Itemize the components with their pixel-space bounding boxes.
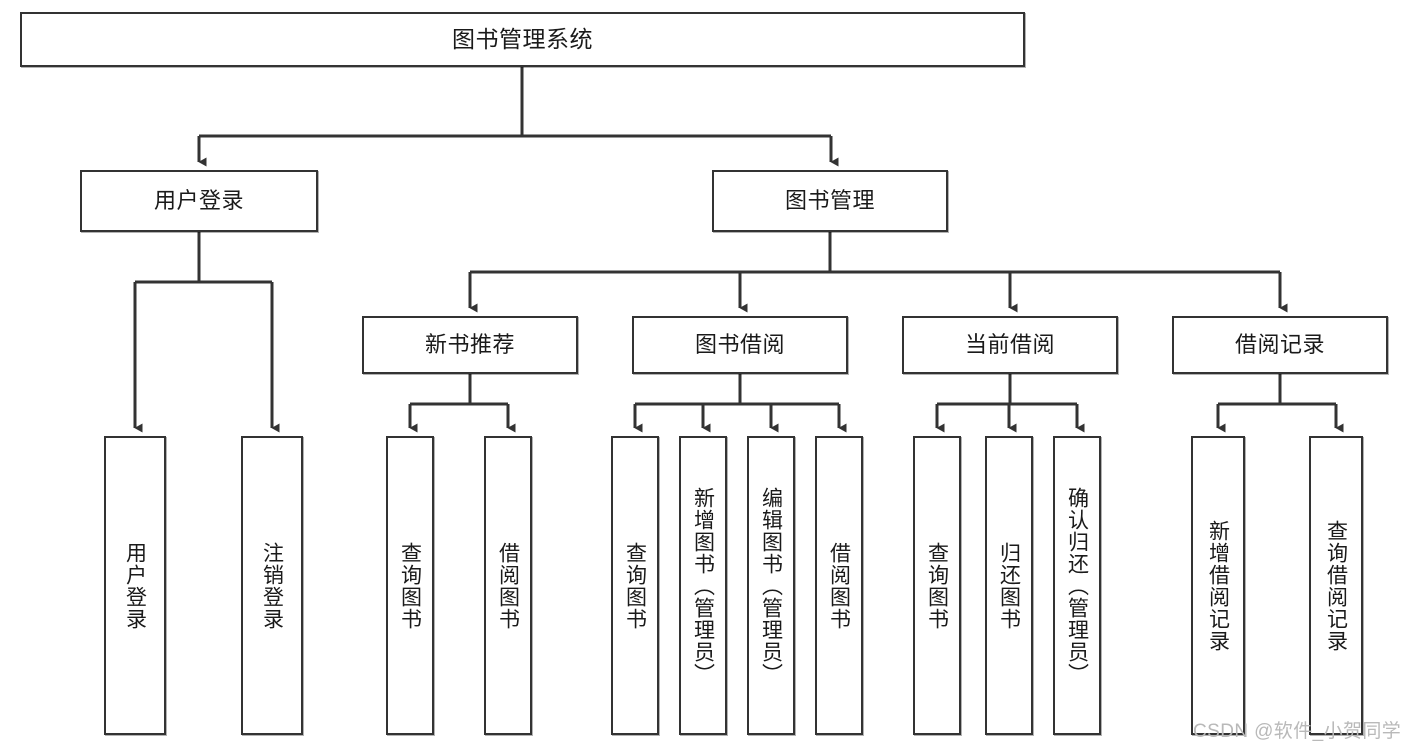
node-leaf-borrow-book-2-label: 借阅图书 <box>827 541 851 630</box>
node-leaf-user-login-label: 用户登录 <box>123 541 147 630</box>
node-leaf-user-logout[interactable]: 注销登录 <box>241 436 303 735</box>
node-leaf-query-book-3-label: 查询图书 <box>925 541 949 630</box>
node-leaf-query-book-1[interactable]: 查询图书 <box>386 436 434 735</box>
node-leaf-add-book-label: 新增图书（管理员） <box>691 486 715 685</box>
node-leaf-query-book-2-label: 查询图书 <box>623 541 647 630</box>
node-new-book-rec[interactable]: 新书推荐 <box>362 316 578 374</box>
node-leaf-add-record[interactable]: 新增借阅记录 <box>1191 436 1245 735</box>
node-book-manage-label: 图书管理 <box>784 188 875 214</box>
node-root[interactable]: 图书管理系统 <box>20 12 1025 67</box>
node-leaf-return-book-label: 归还图书 <box>997 541 1021 630</box>
node-borrow-record[interactable]: 借阅记录 <box>1172 316 1388 374</box>
watermark: CSDN @软件_小贺同学 <box>1193 721 1402 742</box>
node-book-borrow[interactable]: 图书借阅 <box>632 316 848 374</box>
node-leaf-query-book-2[interactable]: 查询图书 <box>611 436 659 735</box>
node-leaf-query-record-label: 查询借阅记录 <box>1324 519 1348 652</box>
node-root-label: 图书管理系统 <box>452 26 593 53</box>
node-current-borrow-label: 当前借阅 <box>964 332 1055 358</box>
node-borrow-record-label: 借阅记录 <box>1234 332 1325 358</box>
node-user-login-label: 用户登录 <box>153 188 244 214</box>
node-leaf-add-record-label: 新增借阅记录 <box>1206 519 1230 652</box>
node-leaf-add-book[interactable]: 新增图书（管理员） <box>679 436 727 735</box>
node-user-login[interactable]: 用户登录 <box>80 170 318 232</box>
node-leaf-borrow-book-1-label: 借阅图书 <box>496 541 520 630</box>
node-leaf-user-login[interactable]: 用户登录 <box>104 436 166 735</box>
node-leaf-query-book-3[interactable]: 查询图书 <box>913 436 961 735</box>
node-leaf-query-record[interactable]: 查询借阅记录 <box>1309 436 1363 735</box>
node-leaf-query-book-1-label: 查询图书 <box>398 541 422 630</box>
node-leaf-return-book[interactable]: 归还图书 <box>985 436 1033 735</box>
node-leaf-edit-book[interactable]: 编辑图书（管理员） <box>747 436 795 735</box>
node-current-borrow[interactable]: 当前借阅 <box>902 316 1118 374</box>
node-leaf-borrow-book-2[interactable]: 借阅图书 <box>815 436 863 735</box>
node-new-book-rec-label: 新书推荐 <box>424 332 515 358</box>
node-leaf-confirm-return[interactable]: 确认归还（管理员） <box>1053 436 1101 735</box>
node-book-borrow-label: 图书借阅 <box>694 332 785 358</box>
node-leaf-user-logout-label: 注销登录 <box>260 541 284 630</box>
node-leaf-borrow-book-1[interactable]: 借阅图书 <box>484 436 532 735</box>
node-leaf-confirm-return-label: 确认归还（管理员） <box>1065 486 1089 685</box>
node-leaf-edit-book-label: 编辑图书（管理员） <box>759 486 783 685</box>
node-book-manage[interactable]: 图书管理 <box>712 170 948 232</box>
